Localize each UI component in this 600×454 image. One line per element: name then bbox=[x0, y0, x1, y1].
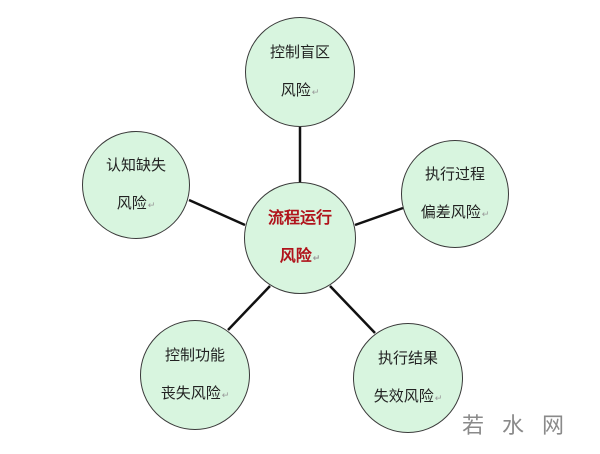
node-center-line1: 流程运行 bbox=[267, 207, 332, 227]
node-bottom-right-line2: 失效风险 bbox=[373, 386, 434, 405]
node-left: 认知缺失 风险↵ bbox=[82, 131, 190, 239]
return-mark-icon: ↵ bbox=[147, 200, 156, 211]
node-center-line2: 风险 bbox=[279, 245, 312, 265]
node-bottom-right: 执行结果 失效风险↵ bbox=[353, 323, 463, 433]
node-right-line1: 执行过程 bbox=[424, 164, 485, 183]
return-mark-icon: ↵ bbox=[311, 87, 320, 98]
node-left-line1: 认知缺失 bbox=[105, 155, 166, 174]
return-mark-icon: ↵ bbox=[312, 253, 321, 264]
node-left-line2: 风险 bbox=[116, 193, 147, 212]
node-center: 流程运行 风险↵ bbox=[244, 182, 356, 294]
node-top: 控制盲区 风险↵ bbox=[245, 17, 355, 127]
return-mark-icon: ↵ bbox=[434, 393, 443, 404]
watermark: 若水网 bbox=[461, 414, 582, 439]
return-mark-icon: ↵ bbox=[481, 209, 490, 220]
node-bottom-left-line1: 控制功能 bbox=[164, 345, 225, 364]
node-bottom-right-line1: 执行结果 bbox=[377, 348, 438, 367]
node-top-line2: 风险 bbox=[280, 80, 311, 99]
node-right: 执行过程 偏差风险↵ bbox=[401, 140, 509, 248]
node-right-line2: 偏差风险 bbox=[420, 202, 481, 221]
node-bottom-left: 控制功能 丧失风险↵ bbox=[140, 320, 250, 430]
node-bottom-left-line2: 丧失风险 bbox=[160, 383, 221, 402]
return-mark-icon: ↵ bbox=[221, 390, 230, 401]
node-top-line1: 控制盲区 bbox=[269, 42, 330, 61]
